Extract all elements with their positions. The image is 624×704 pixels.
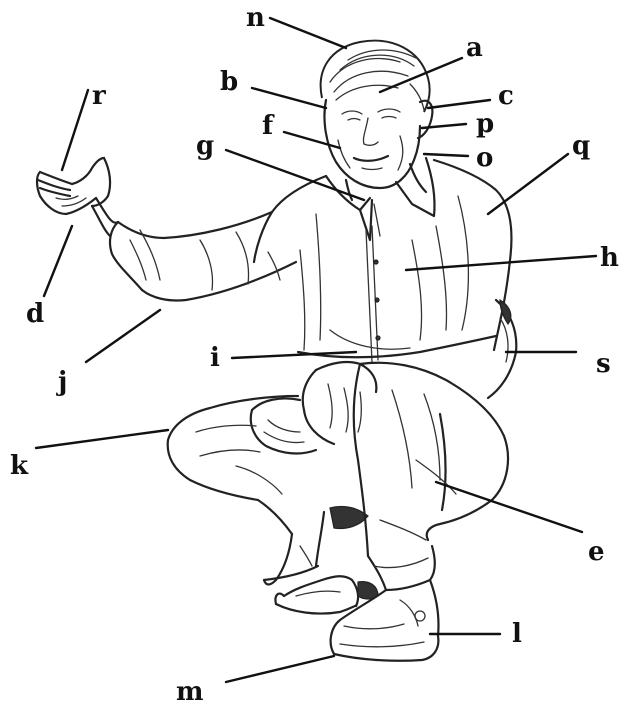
leader-line-o [424, 154, 468, 156]
label-l: l [512, 619, 522, 649]
thigh-drawing [168, 396, 298, 534]
leader-line-m [226, 656, 334, 682]
crouching-man-illustration [37, 41, 516, 661]
label-a: a [466, 33, 483, 63]
trouser-hem-drawing [264, 546, 435, 590]
label-f: f [262, 111, 275, 141]
label-j: j [56, 367, 67, 397]
label-r: r [92, 81, 106, 111]
shirt-drawing [254, 160, 511, 362]
label-m: m [176, 677, 204, 704]
label-g: g [196, 131, 214, 161]
label-k: k [10, 451, 29, 481]
leader-line-f [284, 132, 340, 148]
label-n: n [246, 3, 265, 33]
label-o: o [476, 143, 493, 173]
leader-line-q [488, 154, 568, 214]
label-c: c [498, 81, 514, 111]
head-drawing [324, 100, 432, 188]
front-shoe-drawing [331, 580, 439, 661]
leader-line-h [406, 256, 596, 270]
label-i: i [210, 343, 220, 373]
leader-line-b [252, 88, 326, 108]
hair-drawing [321, 41, 430, 112]
label-p: p [476, 109, 494, 139]
label-h: h [600, 243, 619, 273]
label-b: b [220, 67, 238, 97]
extended-arm-drawing [92, 198, 296, 301]
label-e: e [588, 537, 605, 567]
leader-line-n [270, 18, 346, 48]
leader-line-d [44, 226, 72, 296]
leader-line-e [436, 482, 582, 532]
label-d: d [26, 299, 44, 329]
label-s: s [596, 349, 611, 379]
back-shoe-drawing [275, 576, 378, 613]
label-q: q [572, 131, 590, 161]
leader-line-j [86, 310, 160, 362]
leader-line-k [36, 430, 168, 448]
leader-line-r [62, 90, 88, 170]
leader-line-c [428, 100, 490, 108]
hand-drawing [37, 158, 110, 214]
